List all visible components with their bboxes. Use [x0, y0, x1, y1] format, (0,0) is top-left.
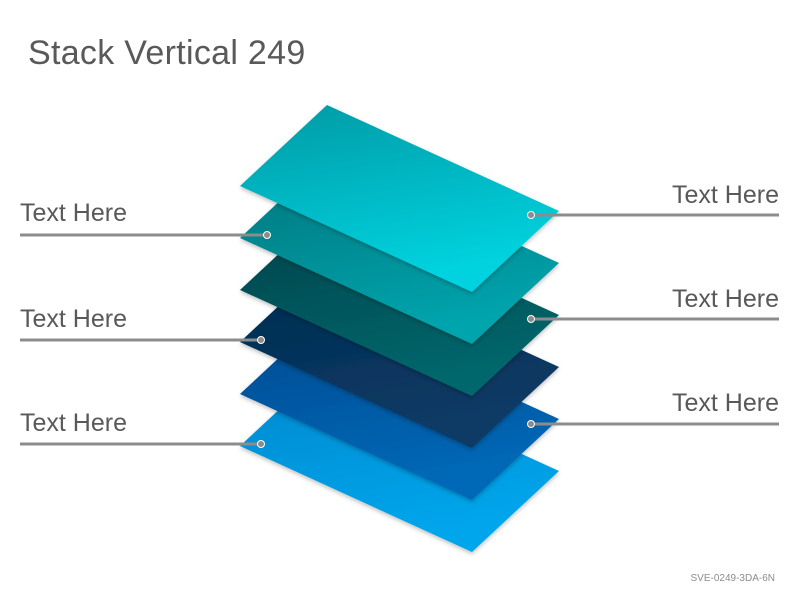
- right-label-3: Text Here: [672, 389, 779, 417]
- connectors-group: [20, 211, 779, 448]
- right-connector-dot-1: [527, 211, 535, 219]
- right-connector-dot-2: [527, 315, 535, 323]
- left-label-2: Text Here: [20, 305, 127, 333]
- left-connector-dot-3: [257, 440, 265, 448]
- right-label-2: Text Here: [672, 285, 779, 313]
- right-connector-dot-3: [527, 420, 535, 428]
- left-label-3: Text Here: [20, 409, 127, 437]
- left-label-1: Text Here: [20, 199, 127, 227]
- right-label-1: Text Here: [672, 181, 779, 209]
- left-connector-dot-2: [257, 336, 265, 344]
- page-title: Stack Vertical 249: [28, 34, 306, 72]
- left-connector-dot-1: [263, 231, 271, 239]
- stack-layer-1: [240, 105, 559, 292]
- layers-group: [240, 105, 559, 552]
- footer-code: SVE-0249-3DA-6N: [690, 573, 775, 584]
